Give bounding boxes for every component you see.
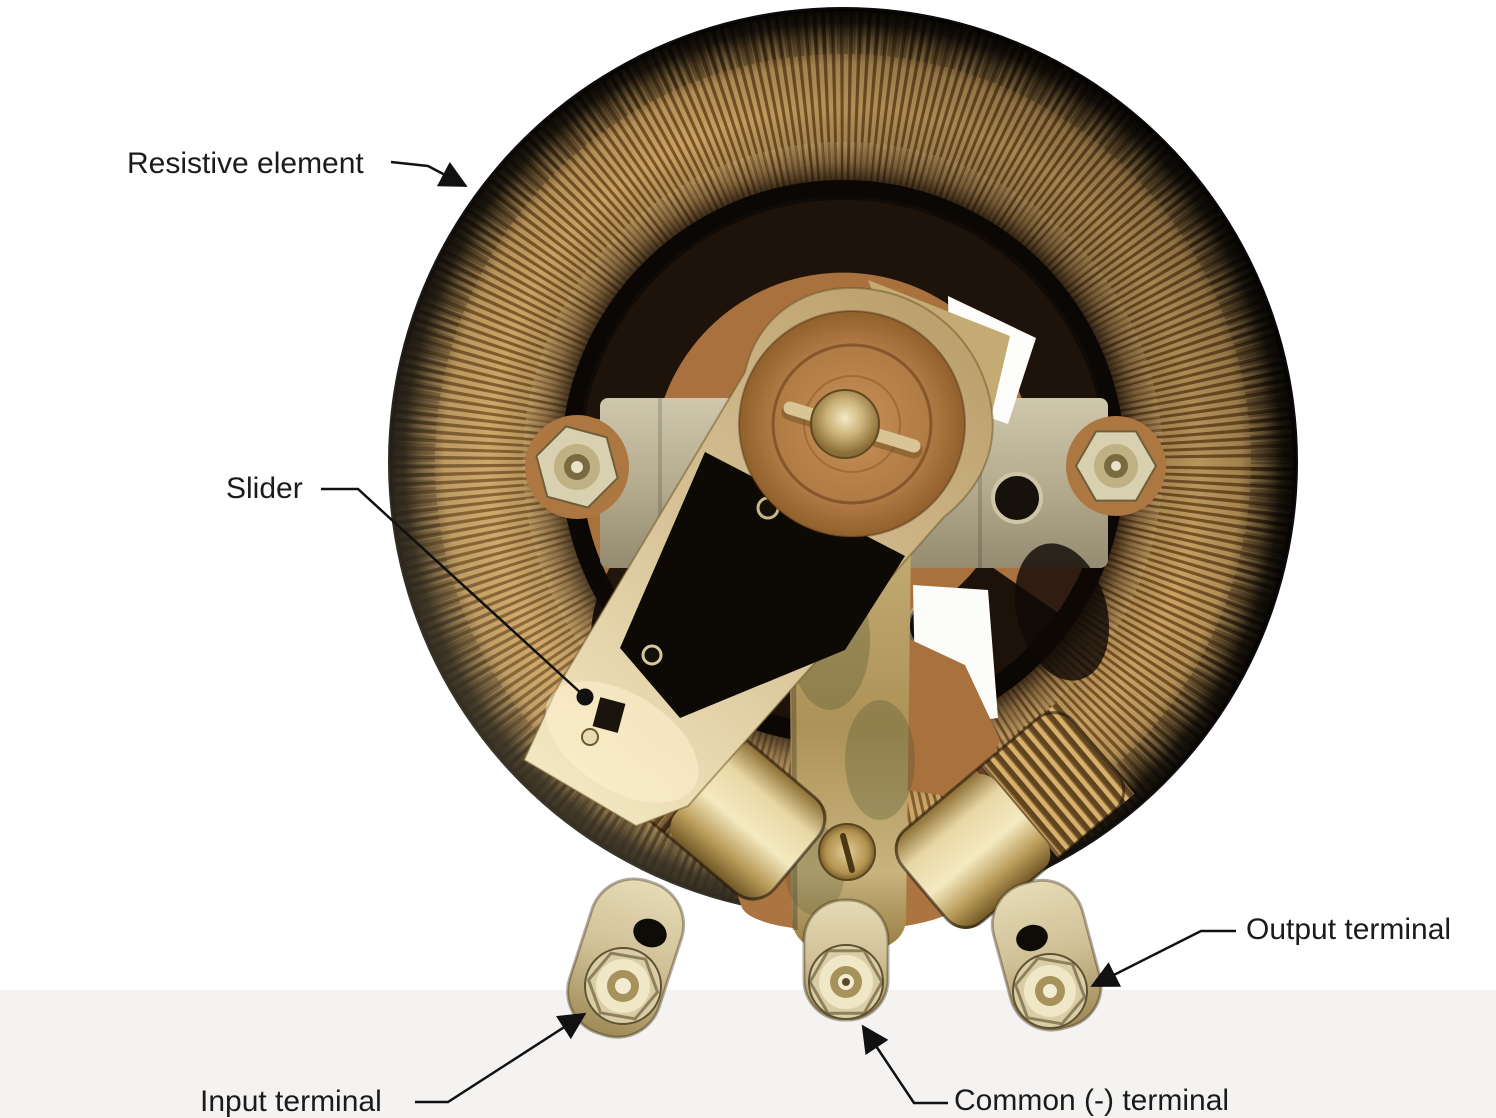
label-resistive-element: Resistive element xyxy=(127,147,364,180)
output-terminal-arrow xyxy=(1090,929,1236,987)
slider-line-dot xyxy=(576,688,594,706)
bracket-hole xyxy=(991,472,1043,524)
label-slider: Slider xyxy=(226,472,303,505)
resistive-element-arrow xyxy=(390,160,468,187)
label-input-terminal: Input terminal xyxy=(200,1085,382,1118)
common-terminal-lug xyxy=(802,898,890,1022)
label-common-terminal: Common (-) terminal xyxy=(954,1084,1230,1117)
center-hub xyxy=(738,310,966,538)
slider-line xyxy=(321,487,584,696)
common-terminal-arrow xyxy=(861,1024,948,1105)
ceramic-right xyxy=(880,630,1000,800)
photo-background-band xyxy=(0,990,1496,1118)
input-terminal-arrow xyxy=(415,1012,587,1104)
label-output-terminal: Output terminal xyxy=(1246,913,1452,946)
output-terminal-lug xyxy=(990,878,1103,1032)
shaft-pin xyxy=(781,389,923,459)
input-terminal-lug xyxy=(566,877,686,1039)
hex-nut-left xyxy=(525,415,629,519)
hex-nut-right xyxy=(1066,416,1166,516)
wiper-arm-cutout xyxy=(620,452,905,718)
